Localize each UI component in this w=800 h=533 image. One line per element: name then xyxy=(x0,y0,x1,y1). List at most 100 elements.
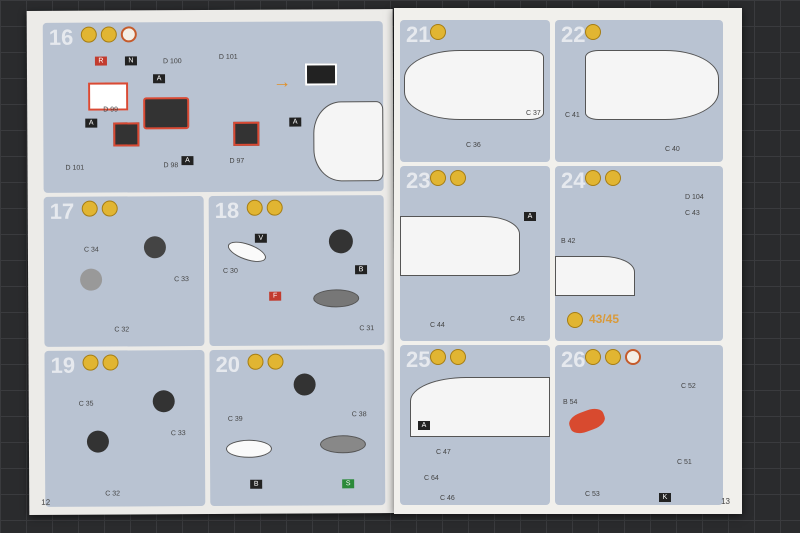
wheel-part xyxy=(86,430,109,453)
step-18-panel: 18 C 30 C 31 B F V xyxy=(208,195,385,347)
part-number: D 97 xyxy=(229,157,245,165)
paint-icon xyxy=(100,26,117,43)
part-number: C 35 xyxy=(78,400,94,408)
tail-boom-drawing xyxy=(400,216,520,276)
part-number: C 40 xyxy=(665,146,680,153)
step-20-panel: 20 C 39 C 38 B S xyxy=(209,349,386,507)
tag: R xyxy=(94,56,107,66)
step-number: 20 xyxy=(215,351,241,377)
tag: A xyxy=(181,156,194,166)
radio-box-part xyxy=(304,63,338,86)
step-number: 21 xyxy=(406,22,431,47)
step-22-panel: 22 C 41 C 40 xyxy=(555,20,723,162)
tag: S xyxy=(342,479,355,489)
paint-icon xyxy=(450,349,466,365)
paint-icon xyxy=(605,170,621,186)
panel-part xyxy=(113,122,140,147)
part-number: C 47 xyxy=(436,449,451,456)
part-number: C 38 xyxy=(351,411,367,419)
fairing-part xyxy=(319,435,367,454)
fairing-part xyxy=(225,439,273,458)
part-number: C 41 xyxy=(565,112,580,119)
glue-icon xyxy=(585,170,601,186)
step-number: 17 xyxy=(49,198,75,224)
wheel-part xyxy=(152,390,175,413)
part-number: C 36 xyxy=(466,142,481,149)
step-25-panel: 25 C 47 C 64 C 46 A xyxy=(400,345,550,505)
part-number: C 32 xyxy=(105,490,121,498)
clock-icon xyxy=(120,26,137,43)
fairing-part xyxy=(313,289,360,308)
arrow-icon: → xyxy=(273,71,292,92)
tail-drawing xyxy=(555,256,635,296)
glue-icon xyxy=(585,24,601,40)
reference-icon xyxy=(567,312,583,328)
panel-part xyxy=(233,121,260,146)
tag: A xyxy=(289,117,302,127)
clock-icon xyxy=(625,349,641,365)
step-26-panel: 26 B 54 C 53 C 51 C 52 K xyxy=(555,345,723,505)
step-23-panel: 23 C 45 C 44 A xyxy=(400,166,550,341)
step-number: 24 xyxy=(561,168,586,193)
part-number: C 43 xyxy=(685,210,700,217)
part-number: C 32 xyxy=(114,326,130,334)
part-number: C 53 xyxy=(585,491,600,498)
wheel-part xyxy=(328,229,353,254)
paint-icon xyxy=(101,200,118,217)
tag: B xyxy=(355,265,368,275)
tag: N xyxy=(124,56,137,66)
tag: A xyxy=(85,118,98,128)
paint-icon xyxy=(102,354,119,371)
fuselage-drawing xyxy=(410,377,550,437)
left-instruction-page: 16 A A A A R N D 100 D 101 D 99 D 98 D 9… xyxy=(26,9,396,515)
part-number: C 31 xyxy=(359,325,375,333)
tag: F xyxy=(269,291,282,301)
wheel-part xyxy=(293,373,316,396)
step-number: 22 xyxy=(561,22,586,47)
fuselage-drawing xyxy=(585,50,719,120)
step-number: 26 xyxy=(561,347,586,372)
glue-icon xyxy=(81,200,98,217)
paint-icon xyxy=(605,349,621,365)
glue-icon xyxy=(585,349,601,365)
glue-icon xyxy=(82,354,99,371)
fuselage-drawing xyxy=(404,50,544,120)
part-number: D 98 xyxy=(163,162,179,170)
page-number: 13 xyxy=(721,497,730,506)
float-part xyxy=(566,405,608,437)
wheel-part xyxy=(143,236,166,259)
glue-icon xyxy=(246,199,263,216)
part-number: D 101 xyxy=(218,53,238,61)
step-number: 19 xyxy=(50,352,76,378)
wheel-part xyxy=(80,268,103,291)
part-number: C 37 xyxy=(526,110,541,117)
glue-icon xyxy=(247,353,264,370)
right-instruction-page: 21 C 37 C 36 22 C 41 C 40 23 C 45 C 44 A… xyxy=(394,8,742,514)
tag: V xyxy=(254,233,267,243)
cockpit-drawing xyxy=(313,101,384,182)
step-number: 23 xyxy=(406,168,431,193)
step-17-panel: 17 C 34 C 33 C 32 xyxy=(43,196,205,347)
part-number: C 39 xyxy=(227,415,243,423)
step-19-panel: 19 C 35 C 33 C 32 xyxy=(44,350,206,507)
part-number: D 100 xyxy=(162,58,182,66)
paint-icon xyxy=(267,353,284,370)
step-24-panel: 24 B 42 D 104 C 43 43/45 xyxy=(555,166,723,341)
part-number: C 64 xyxy=(424,475,439,482)
tag: A xyxy=(524,212,536,221)
part-number: B 54 xyxy=(563,399,578,406)
part-number: C 33 xyxy=(170,430,186,438)
part-number: C 46 xyxy=(440,495,455,502)
step-reference: 43/45 xyxy=(589,312,620,326)
part-number: C 45 xyxy=(510,316,525,323)
step-21-panel: 21 C 37 C 36 xyxy=(400,20,550,162)
part-number: C 52 xyxy=(681,383,696,390)
glue-icon xyxy=(430,24,446,40)
tag: A xyxy=(418,421,430,430)
part-number: D 101 xyxy=(65,164,85,172)
paint-icon xyxy=(266,199,283,216)
step-number: 25 xyxy=(406,347,431,372)
part-number: C 33 xyxy=(174,276,189,284)
page-number: 12 xyxy=(41,497,51,507)
part-number: D 99 xyxy=(103,106,119,114)
